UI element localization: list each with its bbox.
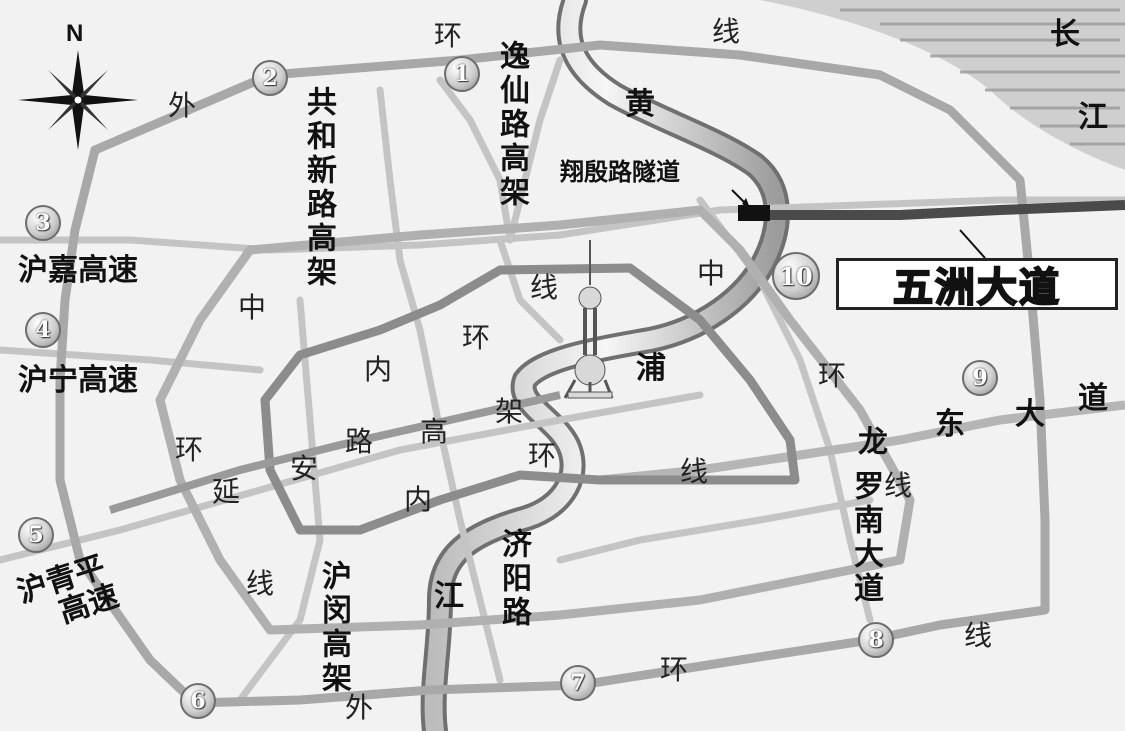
- outer-ring-label-4: 外: [345, 691, 374, 724]
- yanan-elevated-road: [108, 391, 561, 514]
- huangpu-label-2: 浦: [636, 351, 666, 386]
- middle-ring-label-3: 环: [175, 433, 204, 466]
- luonan-avenue-label: 罗南大道: [848, 470, 883, 606]
- marker-8: 8: [858, 622, 894, 658]
- inner-ring-label-4: 内: [404, 483, 433, 516]
- marker-6: 6: [180, 683, 216, 719]
- yanan-char-3: 路: [345, 425, 374, 458]
- yangtze-water: [760, 0, 1125, 170]
- middle-ring-label-1: 中: [238, 291, 267, 324]
- inner-ring-label-3: 线: [530, 271, 559, 304]
- tunnel-label: 翔殷路隧道: [560, 158, 680, 186]
- middle-ring-label-5: 线: [246, 567, 275, 600]
- yanan-char-1: 延: [212, 475, 241, 508]
- longdong-avenue: [599, 400, 1125, 485]
- inner-ring-label-1: 内: [364, 353, 393, 386]
- marker-10: 10: [772, 252, 820, 300]
- compass-rose: [18, 50, 138, 150]
- middle-ring-label-4: 环: [818, 359, 847, 392]
- inner-ring-label-5: 环: [528, 439, 557, 472]
- changjiang-label-2: 江: [1078, 100, 1108, 135]
- tunnel-marker: [738, 205, 770, 221]
- longdong-char-4: 道: [1078, 381, 1108, 416]
- longdong-char-3: 大: [1015, 397, 1045, 432]
- marker-3: 3: [25, 205, 61, 241]
- yanan-char-4: 高: [420, 415, 449, 448]
- outer-ring-label-6: 线: [964, 619, 993, 652]
- yixian-road-label: 逸仙路高架: [494, 40, 529, 210]
- marker-7: 7: [560, 665, 596, 701]
- middle-ring-label-6: 线: [884, 469, 913, 502]
- yanan-char-2: 安: [290, 452, 319, 485]
- outer-ring-label-2: 线: [712, 15, 741, 48]
- compass-north-label: N: [66, 20, 84, 47]
- marker-5: 5: [18, 517, 54, 553]
- jiyang-road-label: 济阳路: [496, 528, 531, 630]
- hujia-expressway-label: 沪嘉高速: [18, 253, 138, 288]
- huangpu-label-1: 黄: [625, 87, 655, 122]
- marker-4: 4: [25, 312, 61, 348]
- outer-ring-label-5: 环: [660, 653, 689, 686]
- inner-ring-label-6: 线: [680, 455, 709, 488]
- marker-9: 9: [962, 360, 998, 396]
- outer-ring-label-3: 外: [168, 89, 197, 122]
- longdong-char-2: 东: [935, 407, 965, 442]
- oriental-pearl-tower: [563, 240, 614, 399]
- outer-ring-label-1: 环: [434, 19, 463, 52]
- inner-ring-road: [260, 263, 800, 535]
- changjiang-label-1: 长: [1050, 17, 1080, 52]
- middle-ring-label-2: 中: [697, 257, 726, 290]
- huning-expressway-label: 沪宁高速: [18, 363, 138, 398]
- wuzhou-avenue-label: 五洲大道: [836, 258, 1118, 312]
- huming-elevated-label: 沪闵高架: [316, 560, 351, 696]
- longdong-char-1: 龙: [858, 425, 888, 460]
- wuzhou-avenue: [755, 200, 1125, 220]
- inner-ring-label-2: 环: [462, 321, 491, 354]
- minor-roads: [0, 56, 1125, 704]
- marker-2: 2: [252, 60, 288, 96]
- yanan-char-5: 架: [495, 395, 524, 428]
- huangpu-label-3: 江: [434, 579, 464, 614]
- middle-ring-road: [155, 205, 915, 635]
- marker-1: 1: [444, 56, 480, 92]
- gonghexin-road-label: 共和新路高架: [301, 86, 336, 290]
